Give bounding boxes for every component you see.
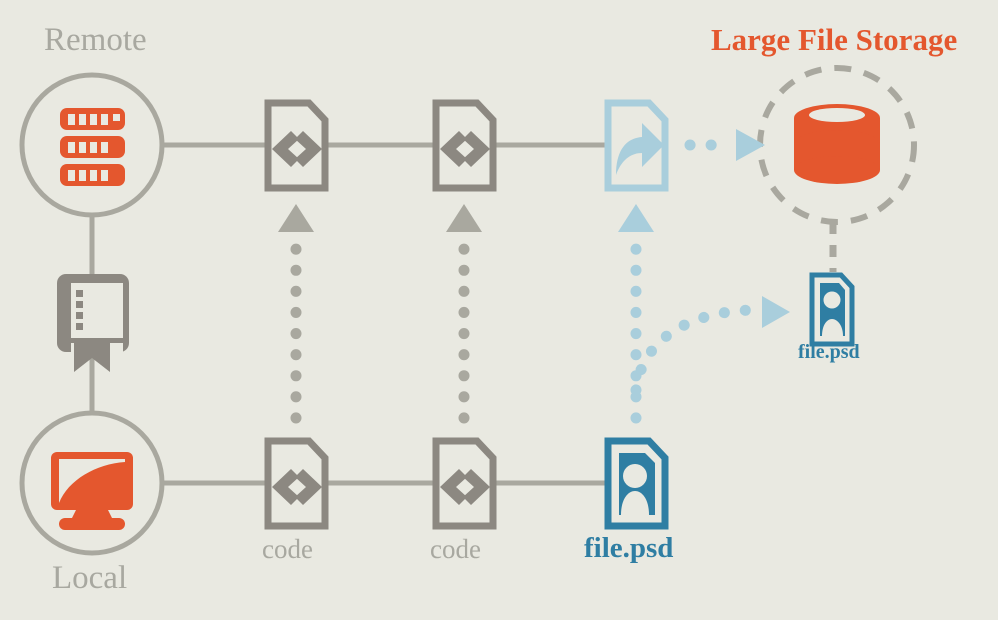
code-glyph: [440, 469, 490, 505]
storage-node[interactable]: [757, 65, 917, 225]
file-psd-local-label: file.psd: [584, 532, 674, 564]
pointer-to-storage-arrow: [684, 129, 765, 161]
remote-code-file-2[interactable]: [432, 99, 497, 192]
push-arrow-code-1: [278, 204, 314, 424]
connector-lines: [89, 142, 608, 486]
local-circle: [19, 410, 165, 556]
push-arrow-code-2: [446, 204, 482, 424]
large-file-storage-title: Large File Storage: [711, 22, 958, 57]
export-arrow-icon: [616, 123, 664, 175]
local-code-file-2[interactable]: [432, 437, 497, 530]
storage-psd-file[interactable]: [809, 272, 855, 347]
remote-pointer-file[interactable]: [604, 99, 669, 192]
local-code-file-1[interactable]: [264, 437, 329, 530]
local-label: Local: [52, 560, 128, 596]
code-label-2: code: [430, 534, 481, 564]
remote-label: Remote: [44, 22, 147, 58]
code-glyph: [272, 131, 322, 167]
code-glyph: [272, 469, 322, 505]
psd-person-icon: [619, 453, 655, 515]
push-arrow-pointer: [618, 204, 654, 424]
remote-code-file-1[interactable]: [264, 99, 329, 192]
server-icon: [60, 108, 125, 186]
monitor-icon: [51, 452, 133, 530]
remote-circle: [19, 72, 165, 218]
database-icon: [794, 104, 880, 184]
local-psd-file[interactable]: [604, 437, 669, 530]
local-node[interactable]: [19, 410, 165, 556]
remote-node[interactable]: [19, 72, 165, 218]
code-label-1: code: [262, 534, 313, 564]
file-psd-storage-label: file.psd: [798, 341, 860, 363]
code-glyph: [440, 131, 490, 167]
notebook-icon[interactable]: [57, 274, 129, 372]
psd-person-icon: [820, 283, 845, 336]
push-arrow-to-storage-psd: [630, 296, 790, 396]
